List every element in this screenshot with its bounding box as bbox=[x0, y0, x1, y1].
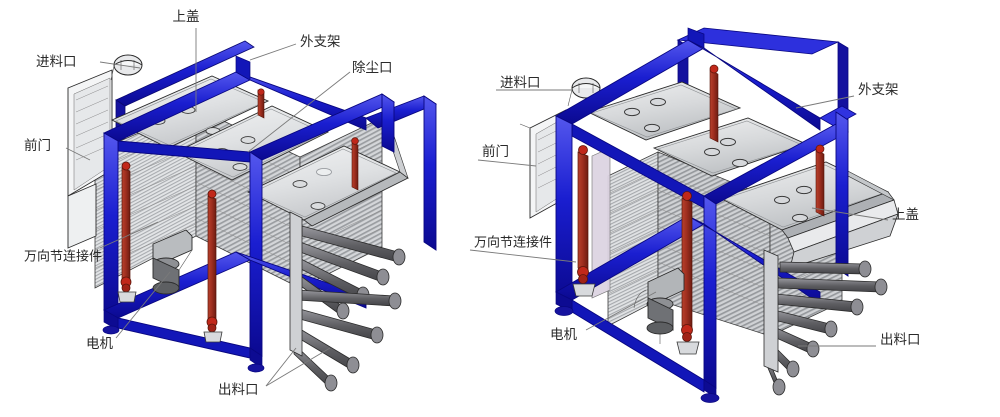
label-feed-inlet: 进料口 bbox=[36, 54, 77, 70]
drive-motor bbox=[633, 267, 685, 344]
label-discharge-outlet: 出料口 bbox=[880, 332, 921, 348]
label-motor: 电机 bbox=[550, 327, 578, 343]
right-assembly-drawing: 进料口 外支架 前门 上盖 万向节连接件 电机 出料口 bbox=[460, 0, 1000, 417]
callout-labels-left: 上盖 外支架 进料口 除尘口 前门 万向节连接件 电机 出料口 bbox=[24, 9, 393, 398]
feed-inlet-port bbox=[110, 54, 143, 81]
drive-motor bbox=[152, 229, 193, 295]
universal-joint-icon bbox=[572, 266, 596, 297]
front-door-panel bbox=[67, 69, 113, 249]
label-outer-frame: 外支架 bbox=[300, 34, 341, 50]
label-motor: 电机 bbox=[86, 336, 113, 352]
label-universal-joint: 万向节连接件 bbox=[474, 235, 552, 251]
suspension-rod-assembly bbox=[572, 64, 825, 355]
callout-labels-right: 进料口 外支架 前门 上盖 万向节连接件 电机 出料口 bbox=[474, 75, 921, 348]
label-front-door: 前门 bbox=[24, 137, 51, 154]
label-universal-joint: 万向节连接件 bbox=[24, 249, 102, 265]
left-assembly-drawing: 上盖 外支架 进料口 除尘口 前门 万向节连接件 电机 出料口 bbox=[24, 9, 437, 398]
label-feed-inlet: 进料口 bbox=[500, 75, 541, 91]
discharge-outlet-chutes bbox=[763, 249, 888, 396]
label-top-cover: 上盖 bbox=[173, 9, 200, 25]
universal-joint-icon bbox=[676, 324, 700, 355]
outer-support-frame bbox=[102, 55, 437, 373]
suspension-rod-assembly bbox=[117, 88, 359, 343]
machine-assembly-right bbox=[519, 27, 899, 403]
machine-assembly-left bbox=[67, 40, 437, 392]
label-discharge-outlet: 出料口 bbox=[218, 382, 259, 398]
outer-support-frame bbox=[554, 27, 857, 403]
universal-joint-icon bbox=[117, 276, 137, 303]
callout-leaders-left bbox=[65, 28, 351, 387]
top-cover-panels bbox=[110, 75, 409, 227]
discharge-outlet-chutes bbox=[289, 211, 406, 392]
label-top-cover: 上盖 bbox=[892, 207, 919, 223]
label-dust-port: 除尘口 bbox=[352, 60, 393, 76]
feed-inlet-port bbox=[567, 77, 601, 107]
universal-joint-icon bbox=[203, 316, 223, 343]
label-outer-frame: 外支架 bbox=[858, 82, 899, 98]
callout-leaders-right bbox=[469, 89, 889, 347]
label-front-door: 前门 bbox=[482, 143, 509, 160]
